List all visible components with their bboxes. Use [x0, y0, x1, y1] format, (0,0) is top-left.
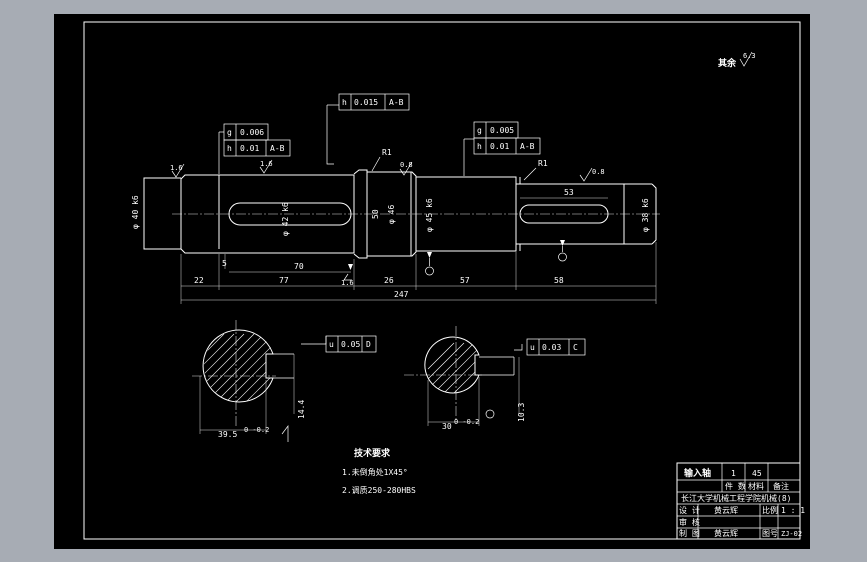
dia-50-label: 50	[371, 209, 380, 219]
drafter-name: 黄云辉	[714, 528, 738, 538]
header-material: 材料	[748, 481, 764, 491]
tech-req-line1: 1.未倒角处1X45°	[342, 467, 408, 477]
top-runout-frame: h 0.015 A-B	[326, 93, 410, 165]
section2-width: 30	[442, 422, 452, 431]
dim-58: 58	[554, 276, 564, 285]
top-runout-datum: A-B	[389, 98, 404, 107]
dia-46-label: φ 46	[387, 205, 396, 224]
inner-frame	[83, 21, 801, 540]
dim-57: 57	[460, 276, 470, 285]
left-run-datum: A-B	[270, 144, 285, 153]
dim-26: 26	[384, 276, 394, 285]
designer-name: 黄云辉	[714, 505, 738, 515]
left-run-value: 0.01	[240, 144, 259, 153]
top-runout-value: 0.015	[354, 98, 378, 107]
roughness-mark-5: 1.6	[341, 279, 354, 287]
shaft-outline	[143, 169, 657, 259]
right-cyl-symbol: g	[477, 126, 482, 135]
keyway-left-length: 70	[294, 262, 304, 271]
section-view-1: 39.5 0 -0.2 14.4 u 0.05 D	[192, 320, 377, 442]
part-qty: 1	[731, 469, 736, 478]
right-cyl-value: 0.005	[490, 126, 514, 135]
dia-40-label: φ 40 k6	[131, 195, 140, 229]
roughness-marks: 1.6 1.6 0.8 0.8 1.6	[170, 159, 605, 287]
roughness-mark-3: 0.8	[400, 161, 413, 169]
roughness-note: 其余	[718, 57, 737, 69]
left-run-symbol: h	[227, 144, 232, 153]
drawing-no: ZJ-02	[781, 530, 802, 538]
datum-markers	[348, 240, 567, 276]
left-cyl-symbol: g	[227, 128, 232, 137]
roughness-symbol-general: 6.3	[739, 51, 756, 67]
section2-tol-symbol: u	[530, 343, 535, 352]
keyway-right-length: 53	[564, 188, 574, 197]
section1-tolerance: 0 -0.2	[244, 426, 269, 434]
scale-value: 1 : 1	[781, 506, 805, 515]
bottom-dimensions: 22 77 26 57 58 247 5	[180, 242, 657, 304]
keyway-right	[519, 204, 609, 224]
section1-width: 39.5	[218, 430, 237, 439]
tech-req-title: 技术要求	[354, 447, 391, 459]
roughness-general-value: 6.3	[743, 52, 756, 60]
section2-tol-value: 0.03	[542, 343, 561, 352]
header-count: 件 数	[725, 481, 746, 491]
designer-label: 设 计	[679, 505, 700, 515]
scale-label: 比例	[762, 505, 778, 515]
section-view-2: 30 0 -0.2 10.3 u 0.03 C	[404, 326, 586, 431]
dia-45-label: φ 45 k6	[425, 198, 434, 232]
title-block: 输入轴 1 45 件 数 材料 备注 长江大学机械工程学院机械(8) 设 计 黄…	[676, 462, 805, 540]
right-run-value: 0.01	[490, 142, 509, 151]
dim-22: 22	[194, 276, 204, 285]
fillet-right-label: R1	[538, 159, 548, 168]
dia-38-label: φ 38 k6	[641, 198, 650, 232]
roughness-mark-2: 1.6	[260, 160, 273, 168]
drawing-sheet: 其余 6.3 φ 40 k6 φ 42 k6 50 φ 46 φ 45 k6 φ…	[54, 14, 810, 549]
right-run-symbol: h	[477, 142, 482, 151]
roughness-mark-4: 0.8	[592, 168, 605, 176]
dim-77: 77	[279, 276, 289, 285]
key-length-dims: 70 53	[229, 188, 608, 273]
tech-req-line2: 2.调质250-280HBS	[342, 485, 416, 495]
right-run-datum: A-B	[520, 142, 535, 151]
section2-key-dim: 10.3	[517, 403, 526, 422]
section2-tolerance: 0 -0.2	[454, 418, 479, 426]
reviewer-label: 审 核	[679, 517, 700, 527]
drawing-no-label: 图号	[762, 529, 778, 538]
roughness-mark-1: 1.6	[170, 164, 183, 172]
part-name: 输入轴	[684, 467, 711, 479]
part-material: 45	[752, 469, 762, 478]
dia-42-label: φ 42 k6	[281, 202, 290, 236]
section1-key-dim: 14.4	[297, 400, 306, 419]
keyway-left	[228, 202, 352, 226]
fillet-left-label: R1	[382, 148, 392, 157]
section1-tol-symbol: u	[329, 340, 334, 349]
section1-tol-value: 0.05	[341, 340, 360, 349]
right-tolerance-frames: g 0.005 h 0.01 A-B	[463, 121, 541, 176]
section1-tol-datum: D	[366, 340, 371, 349]
dim-5: 5	[222, 259, 227, 268]
section2-tol-datum: C	[573, 343, 578, 352]
left-cyl-value: 0.006	[240, 128, 264, 137]
drafter-label: 制 图	[679, 528, 700, 538]
top-runout-symbol: h	[342, 98, 347, 107]
school-name: 长江大学机械工程学院机械(8)	[681, 493, 791, 503]
shaft-drawing: 其余 6.3 φ 40 k6 φ 42 k6 50 φ 46 φ 45 k6 φ…	[83, 21, 805, 540]
header-note: 备注	[773, 481, 789, 491]
left-tolerance-frames: g 0.006 h 0.01 A-B	[218, 123, 291, 174]
dim-total: 247	[394, 290, 409, 299]
technical-requirements: 技术要求 1.未倒角处1X45° 2.调质250-280HBS	[342, 447, 416, 495]
